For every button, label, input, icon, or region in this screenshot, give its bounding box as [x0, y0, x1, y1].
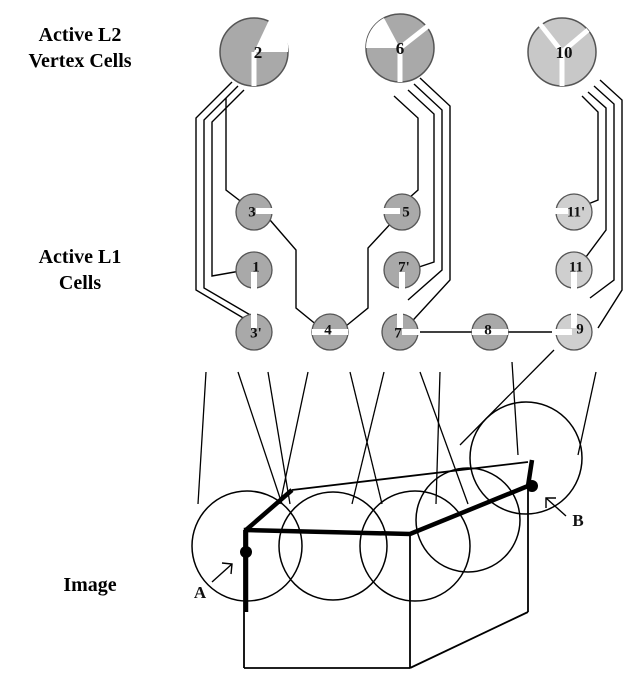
point-a-dot: [240, 546, 252, 558]
l1-cell-7p: 7': [383, 251, 421, 292]
l2-cell-6-label: 6: [396, 39, 405, 58]
image-circles: [191, 401, 583, 602]
l2-cell-2: 2: [219, 17, 289, 87]
l1-cell-9-label: 9: [576, 321, 584, 337]
l2-cell-10: 10: [527, 17, 597, 87]
l1-cell-11p: 11': [552, 193, 593, 231]
l1-label: Active L1 Cells: [0, 244, 160, 296]
l1-cell-3p-label: 3': [250, 325, 262, 341]
arrow-a-icon: [211, 562, 233, 583]
l2-l1-connections: [195, 77, 623, 331]
l1-label-line2: Cells: [58, 272, 102, 294]
l2-cell-2-label: 2: [254, 43, 263, 62]
l1-cell-4-label: 4: [324, 322, 332, 338]
l1-cell-1-label: 1: [252, 259, 260, 275]
l1-label-line1: Active L1: [38, 246, 122, 268]
l2-label-line1: Active L2: [38, 24, 122, 46]
l1-cell-1: 1: [235, 251, 273, 292]
l1-cell-3: 3: [235, 193, 276, 231]
l1-cell-7p-label: 7': [398, 259, 410, 275]
l1-cell-4: 4: [311, 313, 349, 351]
point-a-label: A: [194, 583, 207, 602]
l2-cell-10-label: 10: [556, 43, 573, 62]
l1-cell-5-label: 5: [402, 204, 410, 220]
point-markers: A B: [194, 480, 584, 602]
l1-cell-11-label: 11: [569, 259, 583, 275]
l2-label: Active L2 Vertex Cells: [0, 22, 160, 74]
l1-cell-7: 7: [381, 312, 420, 351]
l1-cell-3-label: 3: [248, 204, 256, 220]
l1-cells: 3 5 11' 1 7' 11: [235, 193, 593, 351]
l2-label-line2: Vertex Cells: [28, 50, 132, 72]
l1-cell-11: 11: [555, 251, 593, 292]
image-box: [243, 459, 535, 669]
l2-cells: 2 6 10: [219, 13, 597, 87]
l1-cell-5: 5: [380, 193, 421, 231]
l2-cell-6: 6: [365, 13, 435, 83]
l1-cell-3p: 3': [235, 312, 273, 351]
l1-cell-7-label: 7: [394, 325, 402, 341]
arrow-b-icon: [545, 497, 567, 517]
l1-cell-9: 9: [552, 312, 593, 351]
l1-cell-8-label: 8: [484, 322, 492, 338]
point-b-dot: [526, 480, 538, 492]
l1-internal-connections: [269, 219, 560, 333]
point-b-label: B: [572, 511, 583, 530]
image-label: Image: [63, 574, 117, 596]
receptive-field-lines: [197, 349, 597, 505]
l1-cell-8: 8: [471, 313, 509, 351]
l1-cell-11p-label: 11': [567, 204, 585, 220]
